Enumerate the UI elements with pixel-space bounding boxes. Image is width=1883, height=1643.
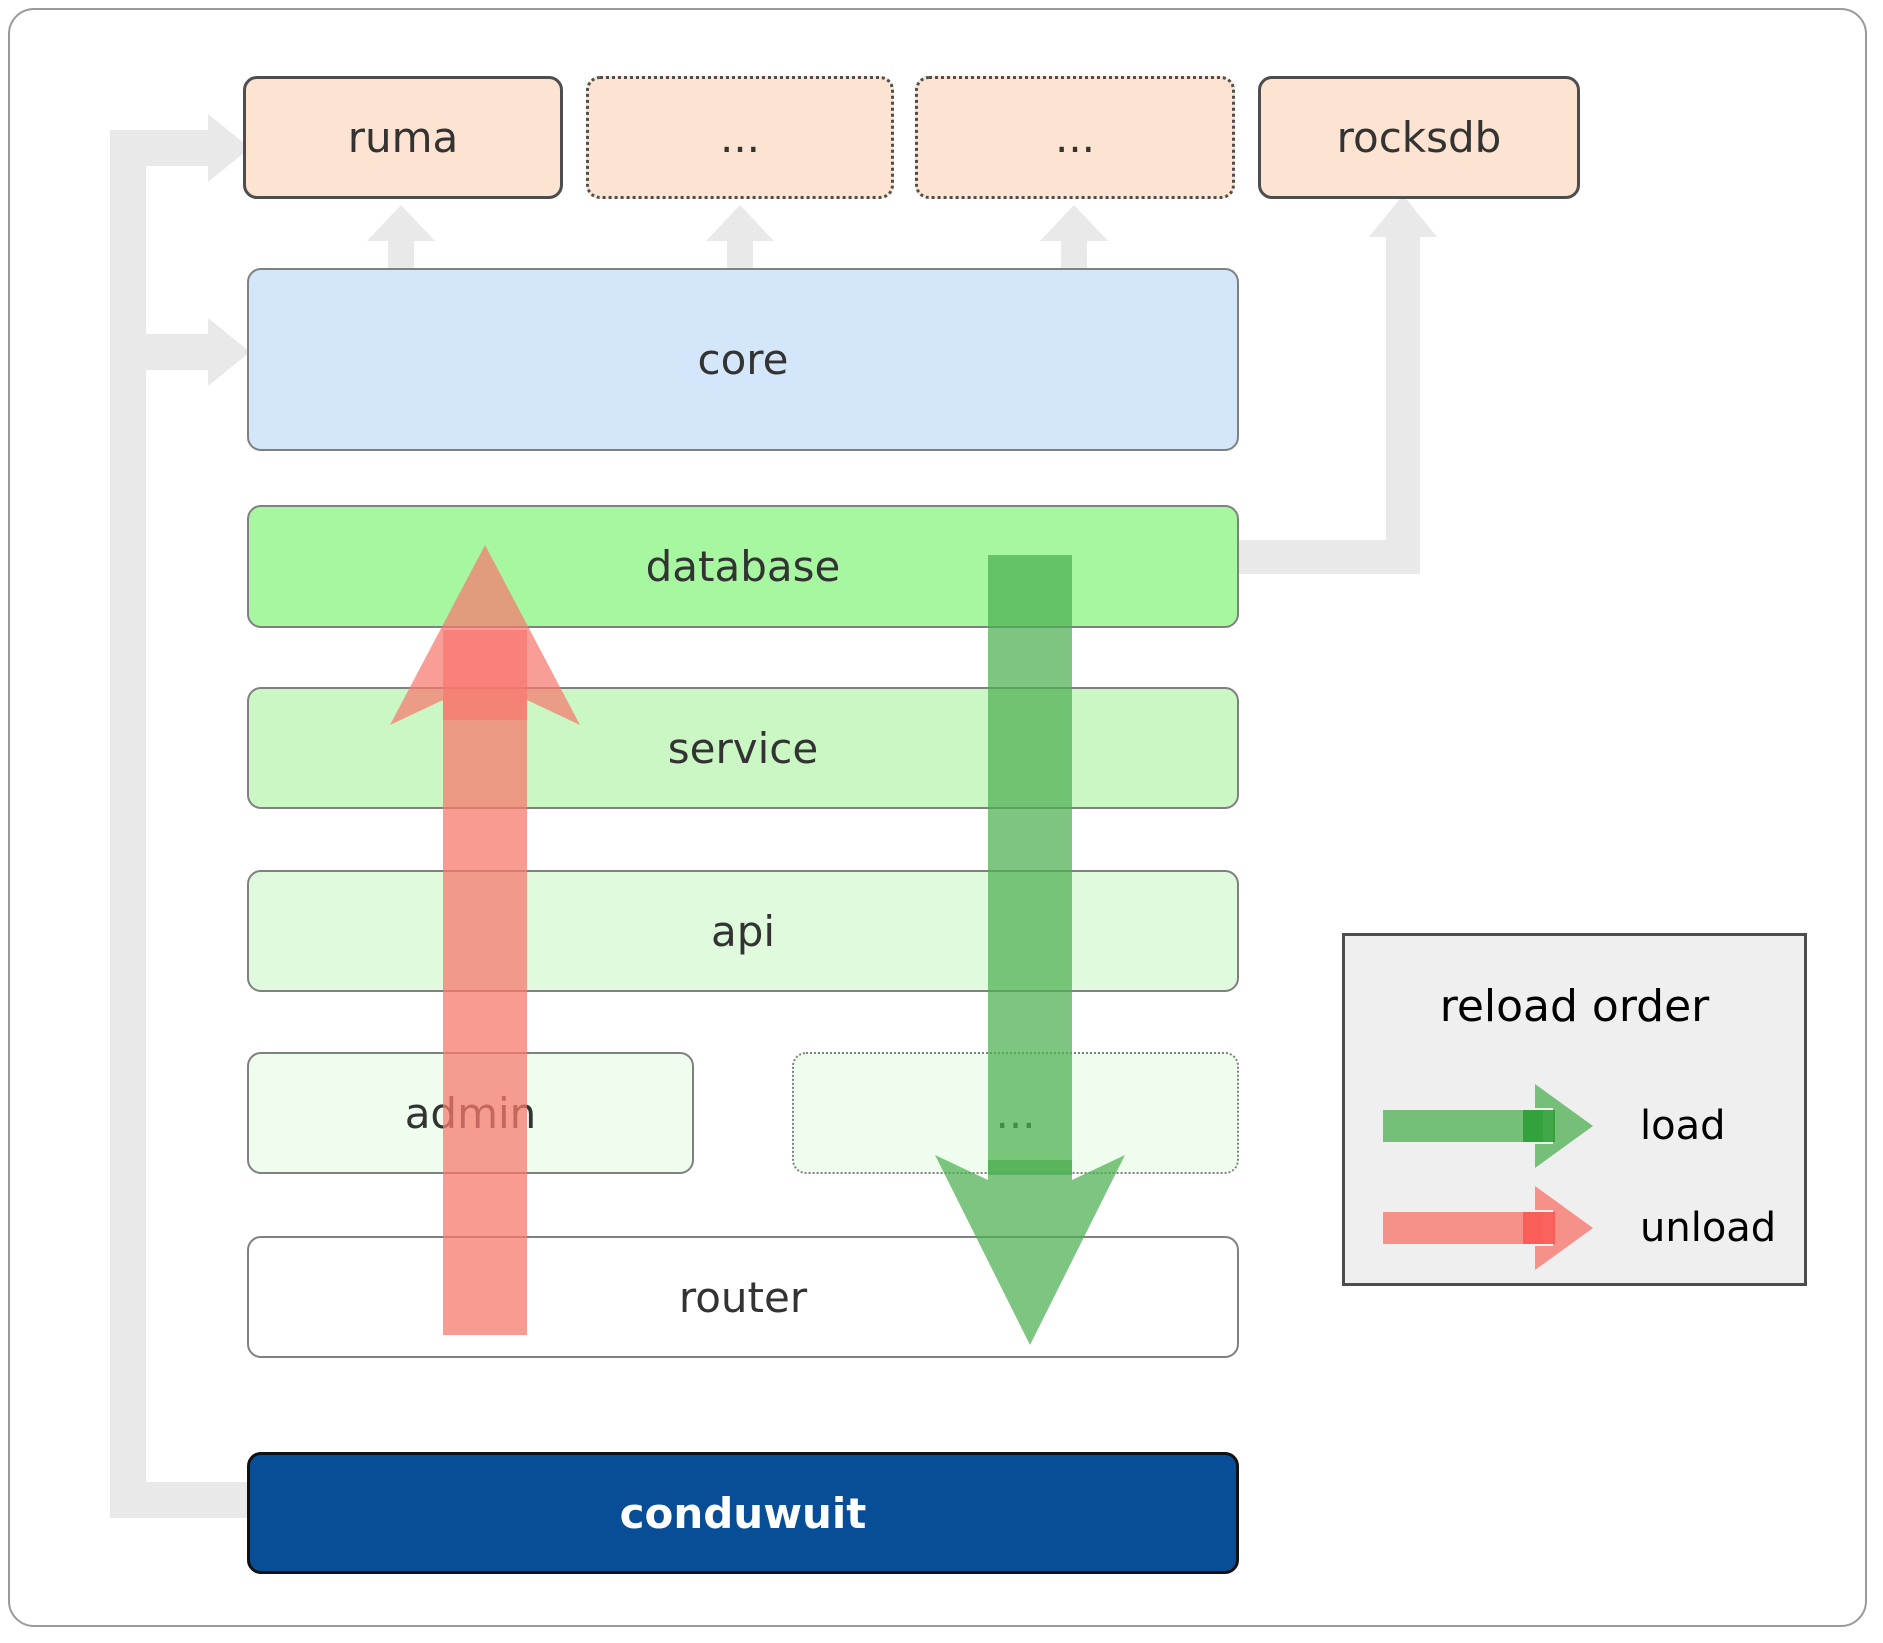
connector-conduwuit-trunk-bottom — [110, 1482, 250, 1518]
node-ext-2[interactable]: ... — [915, 76, 1235, 199]
node-rocksdb-label: rocksdb — [1336, 113, 1502, 162]
node-database-label: database — [645, 542, 841, 591]
legend-unload-arrow — [1383, 1186, 1593, 1270]
node-core[interactable]: core — [247, 268, 1239, 451]
node-admin-label: admin — [404, 1088, 537, 1138]
node-router[interactable]: router — [247, 1236, 1239, 1358]
legend-unload-label: unload — [1640, 1205, 1777, 1251]
diagram-frame — [8, 8, 1867, 1627]
node-service[interactable]: service — [247, 687, 1239, 809]
connector-rocksdb-arrowhead — [1369, 195, 1437, 237]
connector-to-ruma-shaft — [110, 130, 210, 166]
connector-database-to-rocksdb-vertical — [1386, 235, 1420, 574]
legend-load-arrow — [1383, 1084, 1593, 1168]
node-dots[interactable]: ... — [792, 1052, 1239, 1174]
node-ruma[interactable]: ruma — [243, 76, 563, 199]
node-api[interactable]: api — [247, 870, 1239, 992]
node-ext-1-label: ... — [719, 113, 761, 162]
node-database[interactable]: database — [247, 505, 1239, 628]
node-api-label: api — [710, 906, 776, 956]
connector-core-to-ruma-arrowhead — [367, 205, 435, 241]
legend-title: reload order — [1439, 981, 1710, 1032]
node-admin[interactable]: admin — [247, 1052, 694, 1174]
legend-load-label: load — [1640, 1103, 1726, 1149]
connector-core-to-ext2-arrowhead — [1040, 205, 1108, 241]
legend-panel: reload order load unload — [1342, 933, 1807, 1286]
connector-core-to-ext1-arrowhead — [706, 205, 774, 241]
node-ruma-label: ruma — [347, 113, 459, 162]
node-conduwuit-label: conduwuit — [619, 1488, 867, 1538]
node-ext-2-label: ... — [1054, 113, 1096, 162]
node-core-label: core — [697, 335, 789, 384]
connector-to-core-arrowhead — [208, 318, 250, 386]
node-dots-label: ... — [995, 1088, 1036, 1138]
node-ext-1[interactable]: ... — [586, 76, 894, 199]
node-service-label: service — [667, 723, 819, 773]
node-conduwuit[interactable]: conduwuit — [247, 1452, 1239, 1574]
node-rocksdb[interactable]: rocksdb — [1258, 76, 1580, 199]
node-router-label: router — [678, 1272, 808, 1322]
connector-to-core-shaft — [110, 334, 210, 370]
